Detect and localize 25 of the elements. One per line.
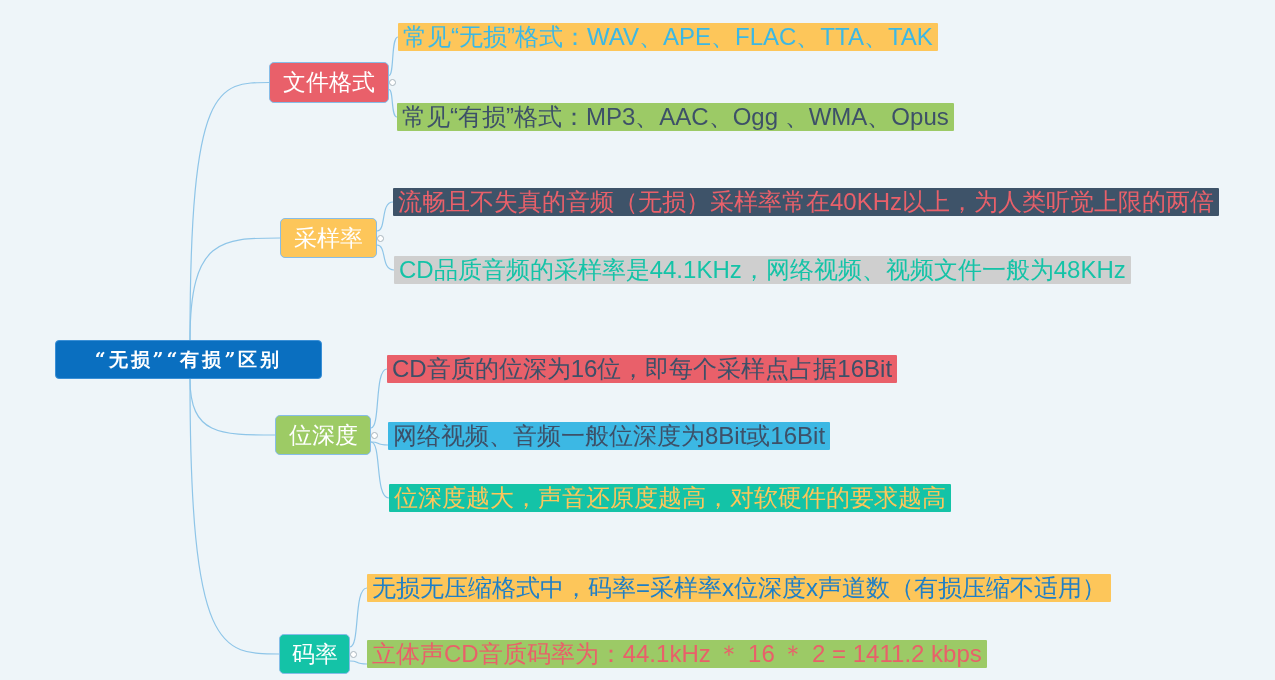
subtopic-box: 立体声CD音质码率为：44.1kHz ＊ 16 ＊ 2 = 1411.2 kbps bbox=[367, 640, 987, 668]
central-topic-box: “无损”“有损”区别 bbox=[55, 340, 322, 379]
connector-line bbox=[349, 587, 368, 648]
subtopic-box: 网络视频、音频一般位深度为8Bit或16Bit bbox=[388, 422, 831, 450]
connector-line bbox=[370, 441, 390, 499]
connector-line bbox=[370, 368, 388, 429]
topic-box: 采样率 bbox=[280, 218, 377, 258]
subtopic-box: 位深度越大，声音还原度越高，对软硬件的要求越高 bbox=[389, 484, 951, 512]
connector-line bbox=[388, 36, 399, 77]
subtopic-box: CD品质音频的采样率是44.1KHz，网络视频、视频文件一般为48KHz bbox=[394, 256, 1131, 284]
topic-box: 位深度 bbox=[275, 415, 371, 455]
subtopic-box: 流畅且不失真的音频（无损）采样率常在40KHz以上，为人类听觉上限的两倍 bbox=[393, 188, 1220, 216]
connector-line bbox=[349, 660, 368, 665]
subtopic-box: 常见“有损”格式：MP3、AAC、Ogg 、WMA、Opus bbox=[397, 103, 954, 131]
topic-box: 码率 bbox=[279, 634, 350, 674]
connector-line bbox=[376, 201, 394, 232]
subtopic-box: CD音质的位深为16位，即每个采样点占据16Bit bbox=[387, 355, 898, 383]
connector-line bbox=[370, 441, 389, 446]
subtopic-box: 常见“无损”格式：WAV、APE、FLAC、TTA、TAK bbox=[398, 23, 938, 51]
connector-line bbox=[189, 378, 280, 655]
topic-box: 文件格式 bbox=[269, 62, 389, 103]
connector-line bbox=[388, 88, 398, 118]
connector-line bbox=[189, 237, 281, 341]
connector-line bbox=[376, 244, 395, 271]
subtopic-box: 无损无压缩格式中，码率=采样率x位深度x声道数（有损压缩不适用） bbox=[367, 574, 1111, 602]
